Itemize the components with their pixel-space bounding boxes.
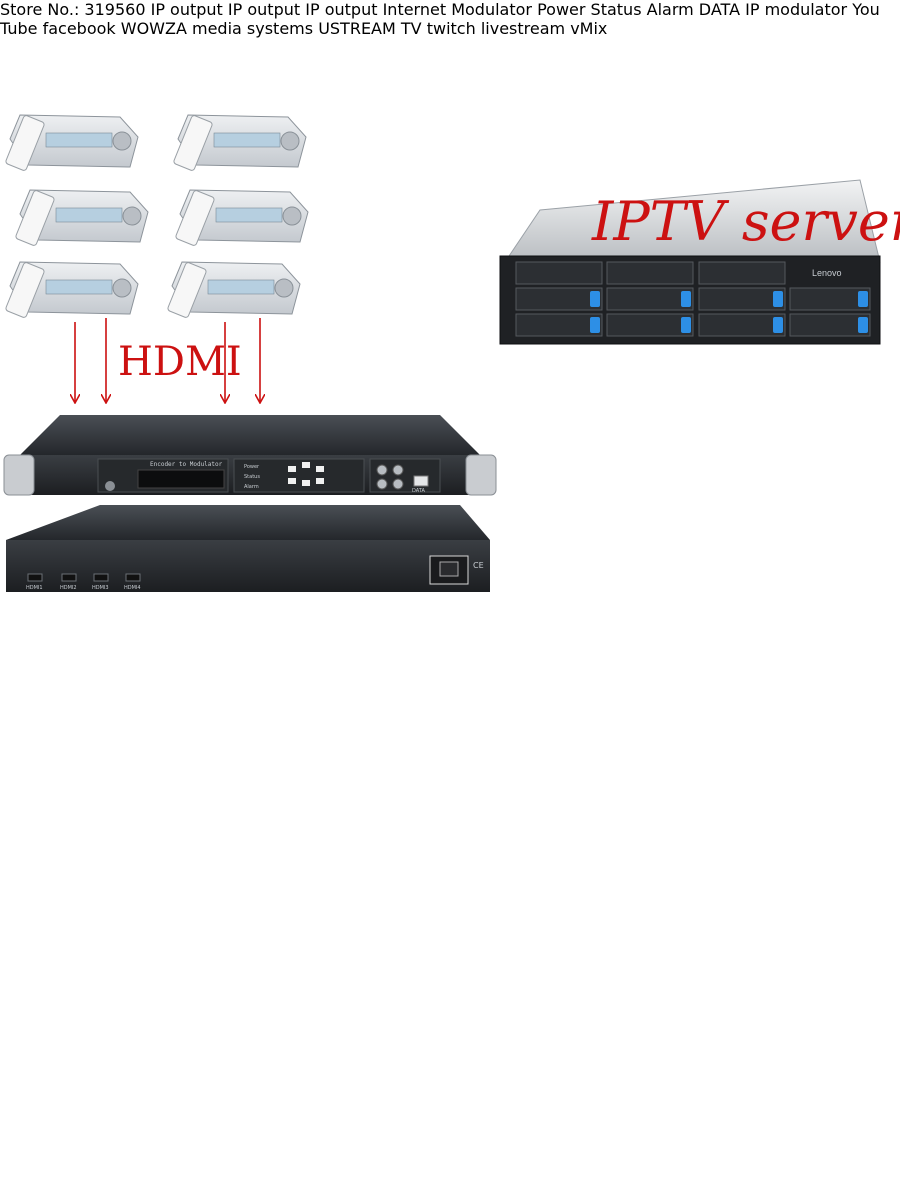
facebook-logo: facebook bbox=[43, 19, 121, 38]
livestream-logo: livestream bbox=[481, 19, 570, 38]
set-top-box bbox=[15, 189, 149, 246]
modulator-led-label-status: Status bbox=[590, 0, 642, 19]
ip-output-label-modulator: IP output bbox=[305, 0, 378, 19]
encoder-front-unit: Encoder to Modulator Power Status Alarm … bbox=[3, 415, 497, 496]
ip-output-label-server: IP output bbox=[150, 0, 223, 19]
ip-modulator-unit: Modulator Power Status Alarm DATA bbox=[451, 0, 745, 19]
encoder-lcd bbox=[137, 469, 225, 489]
youtube-tube: Tube bbox=[0, 19, 38, 38]
hdmi-arrows bbox=[75, 318, 260, 402]
twitch-logo: twitch bbox=[427, 19, 481, 38]
set-top-box bbox=[175, 189, 309, 246]
ustream-tv: TV bbox=[400, 19, 422, 38]
youtube-logo: You Tube bbox=[0, 0, 880, 38]
ip-output-arrow-internet: IP output IP output Internet Modulator P… bbox=[0, 0, 880, 38]
encoder-rear-unit: HDMI1 HDMI2 HDMI3 HDMI4 CE bbox=[6, 505, 490, 592]
facebook-wordmark: facebook bbox=[42, 19, 116, 38]
modulator-lcd: Modulator Power Status Alarm DATA bbox=[451, 0, 745, 19]
ustream-wordmark: USTREAM bbox=[318, 19, 396, 38]
wowza-subtitle: media systems bbox=[191, 19, 314, 38]
set-top-box bbox=[5, 114, 139, 171]
set-top-boxes bbox=[5, 114, 309, 318]
hdmi-port-label-4: HDMI4 bbox=[124, 585, 141, 591]
ustream-logo: USTREAM TV bbox=[318, 19, 427, 38]
set-top-box bbox=[167, 261, 301, 318]
twitch-wordmark: twitch bbox=[426, 19, 476, 38]
encoder-ethernet-port bbox=[413, 475, 429, 487]
iptv-server-label: IPTV server bbox=[591, 190, 900, 253]
server-drive-bays bbox=[515, 261, 871, 337]
livestream-wordmark: livestream bbox=[480, 19, 566, 38]
set-top-box bbox=[5, 261, 139, 318]
encoder-bnc-ports bbox=[376, 464, 404, 490]
vmix-wordmark: vMix bbox=[570, 19, 608, 38]
modulator-data-label: DATA bbox=[698, 0, 741, 19]
ce-mark: CE bbox=[473, 561, 484, 570]
vmix-logo: vMix bbox=[570, 19, 607, 38]
modulator-led-label-alarm: Alarm bbox=[646, 0, 694, 19]
ip-output-arrow-server: IP output IP output IP output Internet M… bbox=[0, 0, 880, 38]
modulator-ethernet-port: DATA bbox=[699, 0, 745, 19]
livestream-swoosh-icon: livestream bbox=[481, 19, 570, 38]
wowza-wordmark: WOWZA bbox=[120, 19, 187, 38]
modulator-ethernet-port: DATA bbox=[699, 0, 745, 19]
ip-modulator-label: IP modulator bbox=[745, 0, 848, 19]
wowza-swirl-icon: WOWZA media systems bbox=[121, 19, 318, 38]
internet-label: Internet bbox=[382, 0, 447, 19]
encoder-keypad bbox=[288, 462, 324, 486]
encoder-led-label-power: Power bbox=[244, 464, 260, 470]
iptv-server: Lenovo bbox=[499, 179, 881, 345]
encoder-led-label-alarm: Alarm bbox=[244, 484, 259, 490]
encoder-led-label-status: Status bbox=[244, 474, 260, 480]
hdmi-port-label-1: HDMI1 bbox=[26, 585, 43, 591]
set-top-box bbox=[173, 114, 307, 171]
server-brand-logo: Lenovo bbox=[812, 268, 842, 278]
hdmi-label: HDMI bbox=[118, 339, 242, 385]
encoder-lcd-title: Encoder to Modulator bbox=[150, 461, 223, 468]
ip-output-label-internet: IP output bbox=[227, 0, 301, 19]
youtube-you: You bbox=[852, 0, 880, 19]
encoder-data-label: DATA bbox=[412, 488, 425, 494]
encoder-power-knob bbox=[105, 481, 115, 491]
ip-output-arrow-modulator: IP output Internet Modulator Power Statu… bbox=[0, 0, 880, 38]
hdmi-input-ports bbox=[27, 573, 141, 582]
modulator-lcd-title: Modulator bbox=[451, 0, 532, 19]
modulator-led-label-power: Power bbox=[537, 0, 586, 19]
hdmi-port-label-2: HDMI2 bbox=[60, 585, 77, 591]
modulator-power-knob: Power Status Alarm DATA bbox=[537, 0, 745, 19]
hdmi-port-label-3: HDMI3 bbox=[92, 585, 109, 591]
server-drive-latches bbox=[590, 291, 868, 333]
wowza-logo: WOWZA media systems bbox=[121, 19, 318, 38]
store-watermark: Store No.: 319560 bbox=[0, 0, 146, 19]
